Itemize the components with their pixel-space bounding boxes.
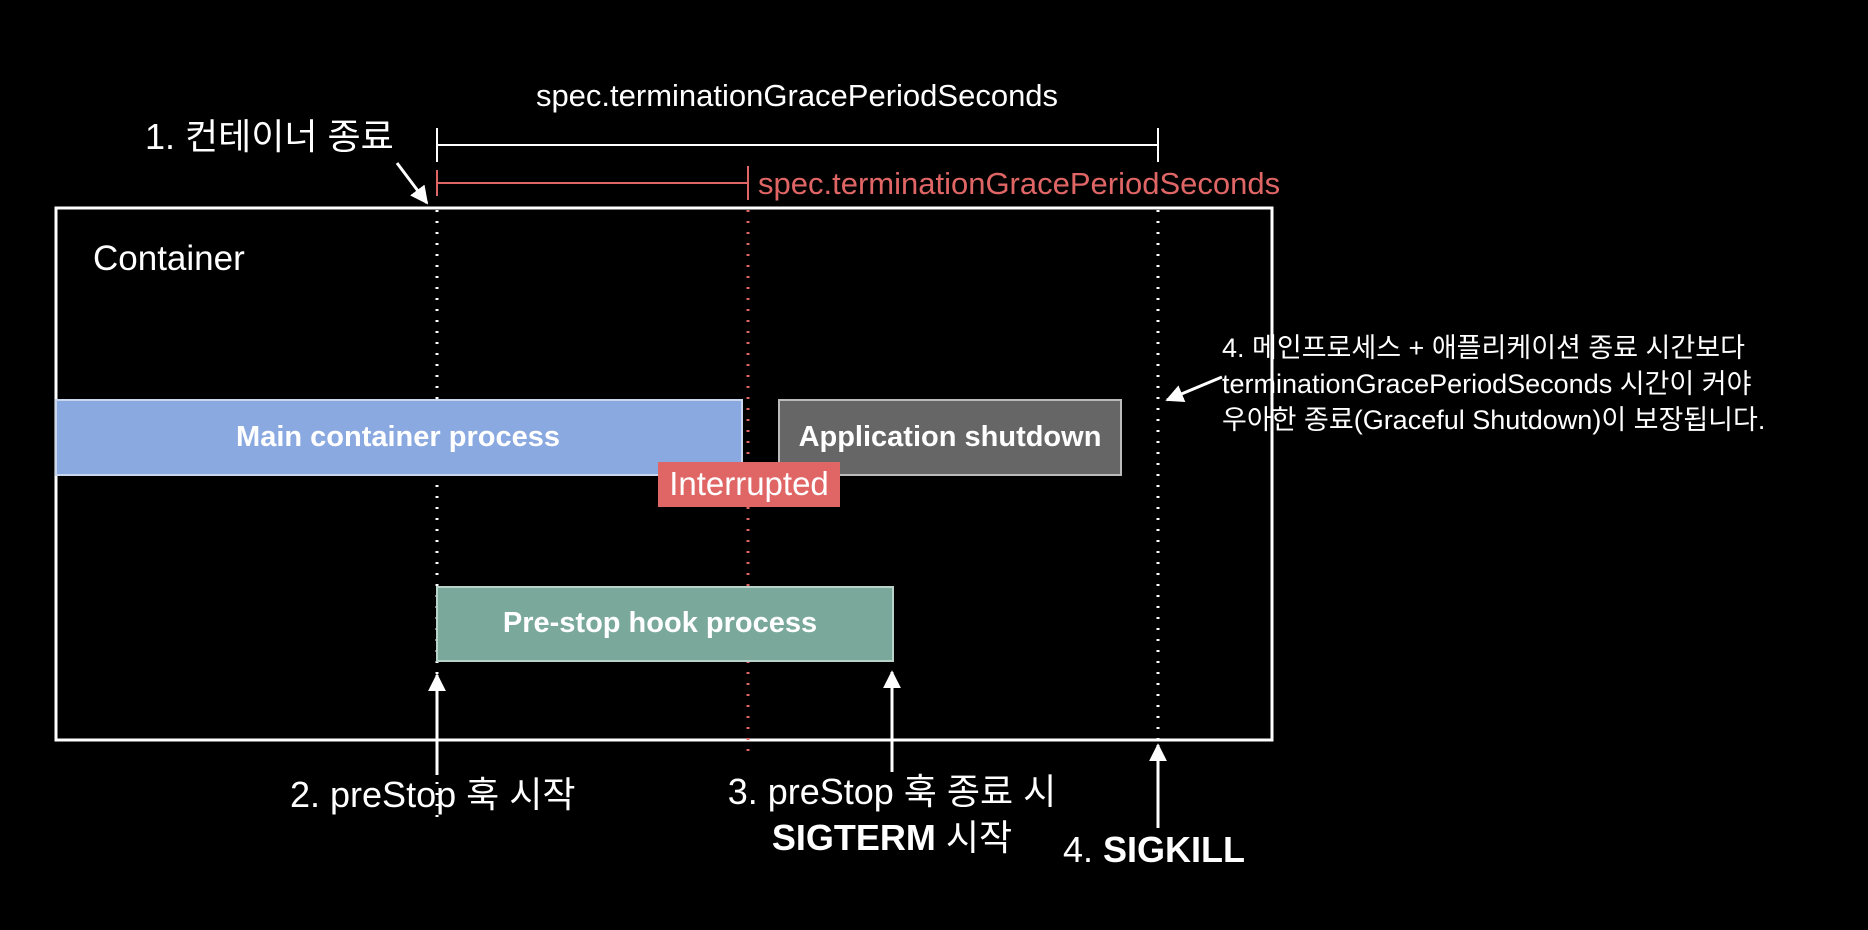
step3-label-line2: SIGTERM 시작 bbox=[772, 817, 1012, 858]
main-container-process: Main container process bbox=[55, 399, 743, 476]
app-shutdown-label: Application shutdown bbox=[799, 421, 1102, 453]
outer-span-label: spec.terminationGracePeriodSeconds bbox=[536, 78, 1058, 113]
prestop-label: Pre-stop hook process bbox=[503, 607, 817, 639]
inner-span-label: spec.terminationGracePeriodSeconds bbox=[758, 166, 1280, 201]
step1-arrow bbox=[395, 162, 429, 205]
step1-label: 1. 컨테이너 종료 bbox=[145, 116, 394, 157]
outer-grace-period-span: spec.terminationGracePeriodSeconds bbox=[436, 78, 1159, 162]
note-line2: terminationGracePeriodSeconds 시간이 커야 bbox=[1222, 369, 1751, 399]
step3-start: 시작 bbox=[936, 817, 1012, 858]
note-line3: 우아한 종료(Graceful Shutdown)이 보장됩니다. bbox=[1222, 405, 1765, 435]
step3-label-line1: 3. preStop 훅 종료 시 bbox=[728, 771, 1057, 812]
interrupted-badge: Interrupted bbox=[658, 462, 840, 507]
step4-sigkill: SIGKILL bbox=[1103, 829, 1245, 870]
step4-prefix: 4. bbox=[1063, 829, 1103, 870]
main-process-label: Main container process bbox=[236, 421, 560, 453]
container-label: Container bbox=[93, 239, 245, 278]
note-line1: 4. 메인프로세스 + 애플리케이션 종료 시간보다 bbox=[1222, 333, 1745, 363]
interrupted-label: Interrupted bbox=[669, 465, 829, 502]
grace-period-note: 4. 메인프로세스 + 애플리케이션 종료 시간보다 terminationGr… bbox=[1222, 333, 1765, 435]
prestop-hook-process: Pre-stop hook process bbox=[436, 586, 894, 662]
inner-grace-period-span: spec.terminationGracePeriodSeconds bbox=[436, 166, 1280, 201]
step3-sigterm: SIGTERM bbox=[772, 817, 936, 858]
step4-label: 4. SIGKILL bbox=[1063, 829, 1245, 870]
note-arrow bbox=[1165, 375, 1223, 403]
step2-label: 2. preStop 훅 시작 bbox=[290, 774, 575, 815]
